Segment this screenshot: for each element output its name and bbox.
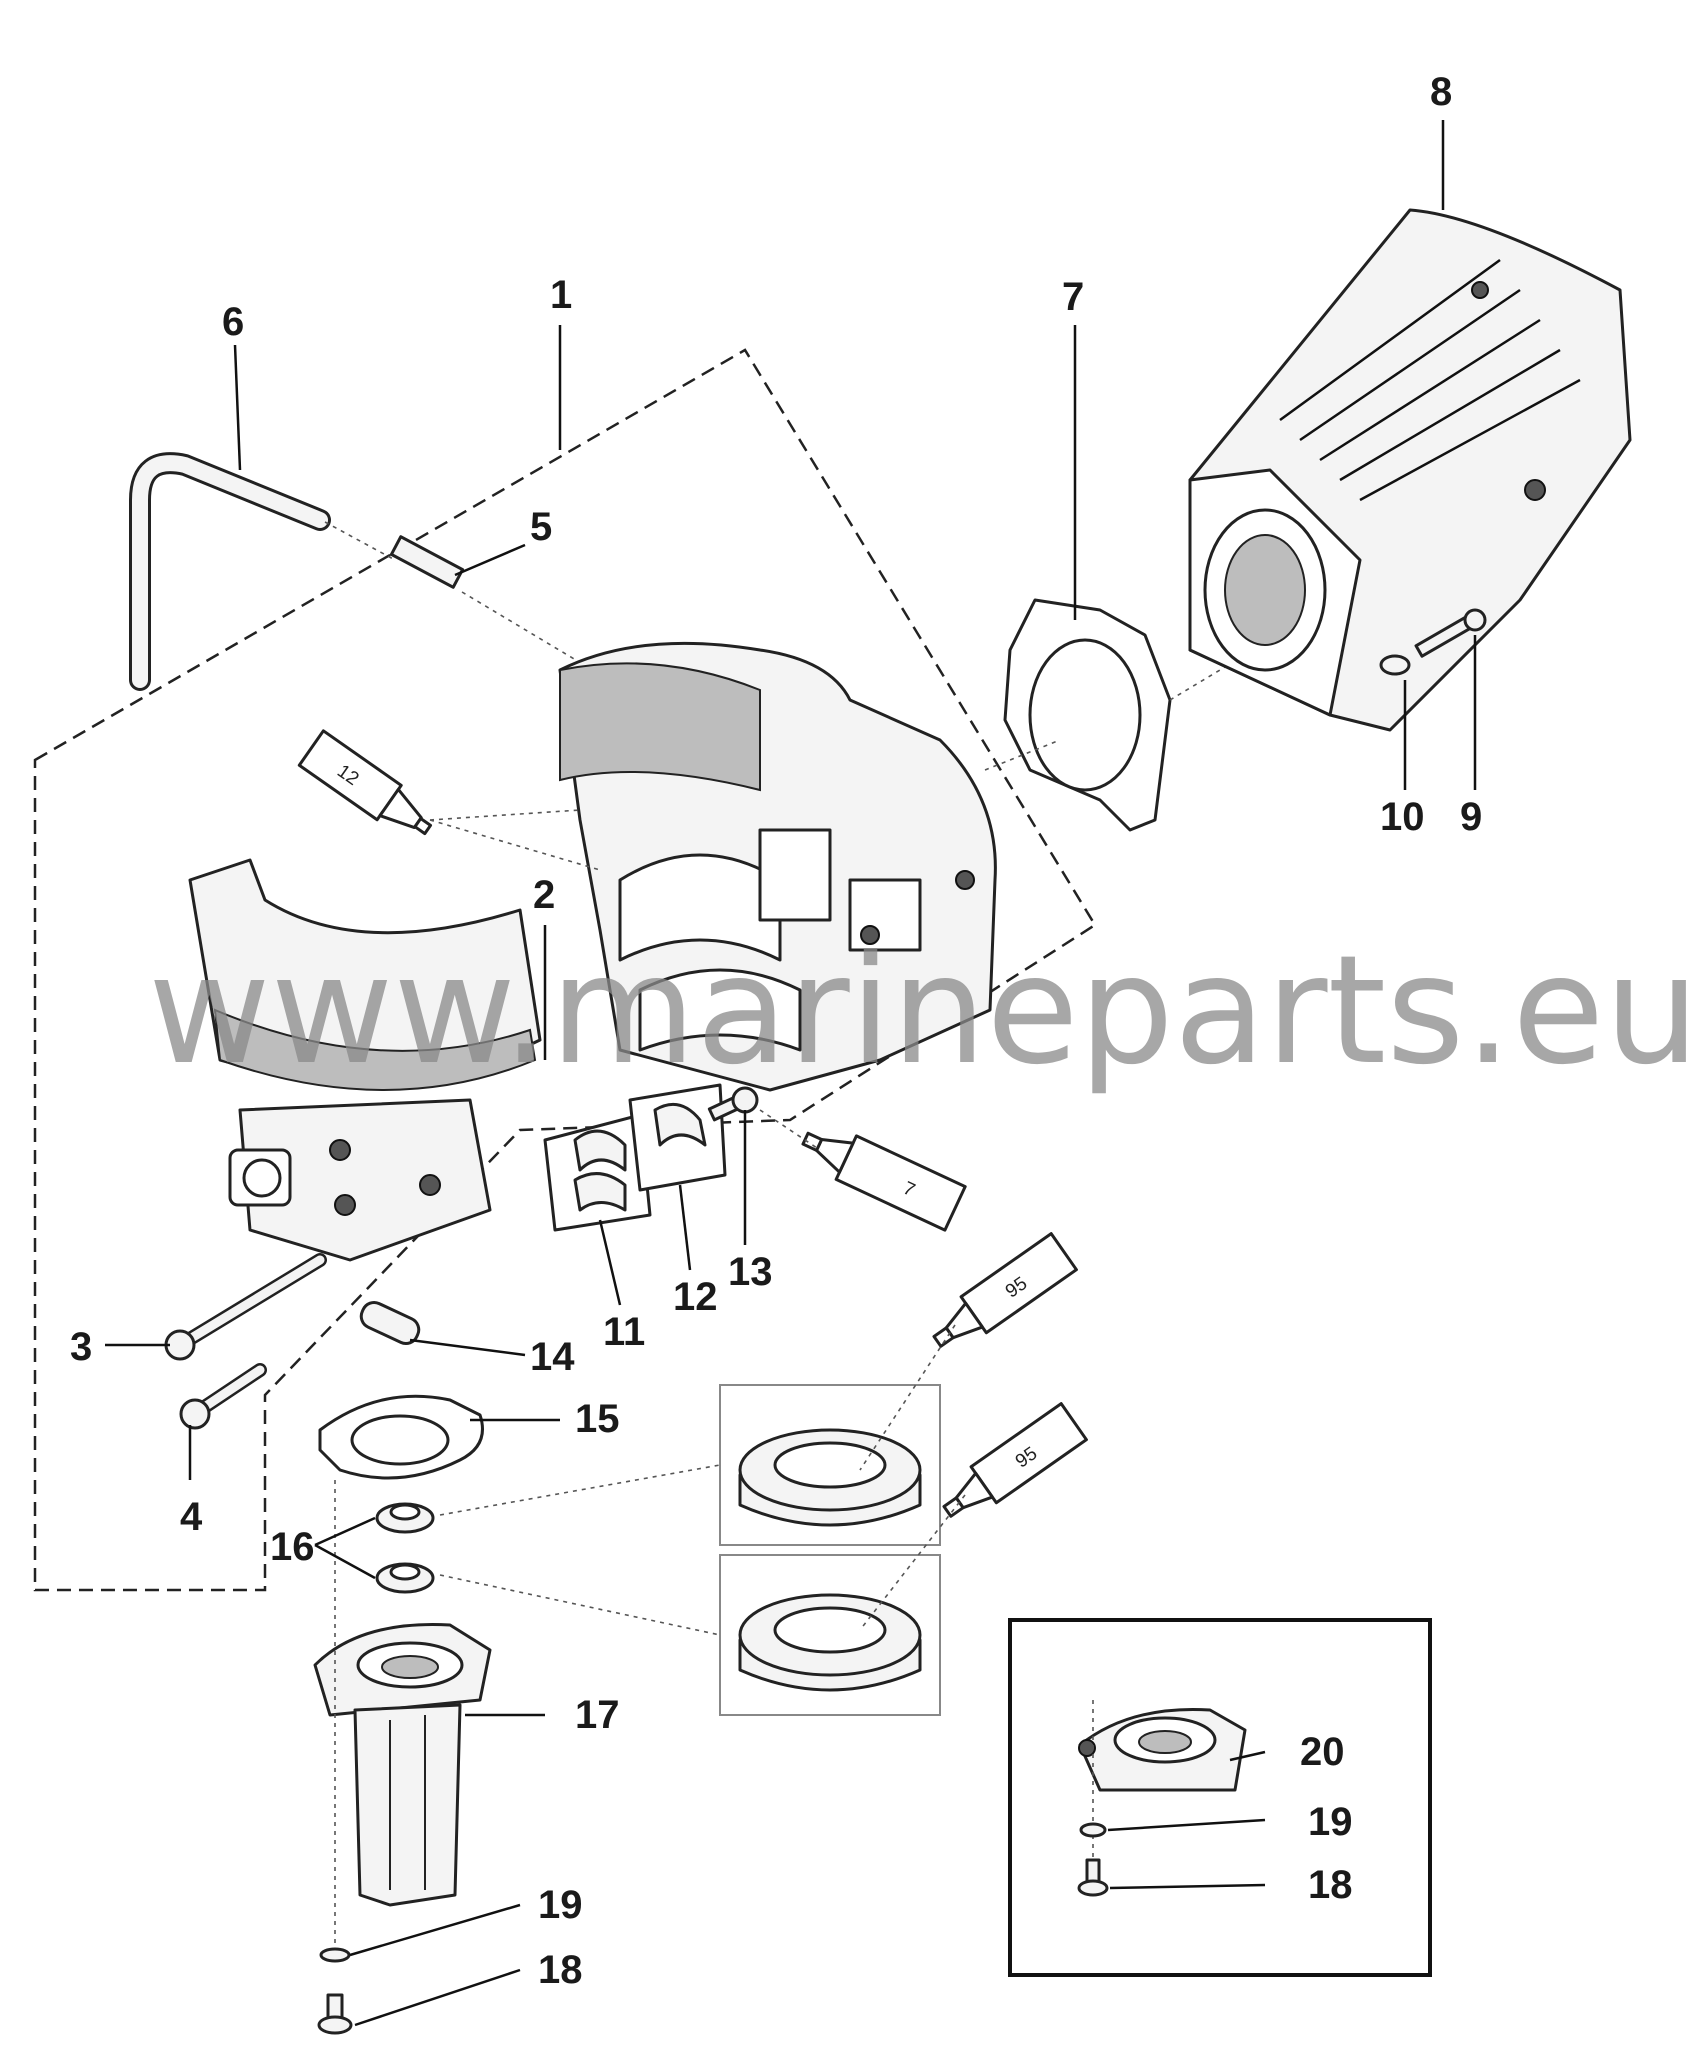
callout-2: 2 <box>533 873 555 917</box>
gasket-15-part <box>318 1394 484 1480</box>
callout-18: 18 <box>538 1948 583 1992</box>
screw-13-part <box>707 1086 759 1122</box>
hose-part <box>129 452 331 691</box>
watermark: www.marineparts.eu <box>148 924 1699 1098</box>
screw-3-part <box>164 1253 327 1361</box>
seal-detail-upper <box>738 1428 922 1527</box>
callout-5: 5 <box>530 505 552 549</box>
inset-screw-18-part <box>1077 1858 1109 1897</box>
callout-7: 7 <box>1062 275 1084 319</box>
callout-11: 11 <box>603 1310 645 1354</box>
grease-tube-95-upper: 95 <box>932 1232 1078 1348</box>
screw-4-part <box>179 1363 267 1430</box>
seal-16a-part <box>375 1502 435 1534</box>
carburetor-part <box>188 858 542 1262</box>
screw-9-part <box>1414 608 1487 658</box>
callout-9: 9 <box>1460 795 1482 839</box>
pin-14-part <box>359 1300 421 1346</box>
callout-6: 6 <box>222 300 244 344</box>
gasket-7-part <box>1003 598 1172 832</box>
seal-16b-part <box>375 1562 435 1594</box>
inset-callout-20: 20 <box>1300 1730 1345 1774</box>
alternate-housing-inset <box>1008 1618 1432 1977</box>
assembly-outline <box>33 348 1097 1592</box>
callout-3: 3 <box>70 1325 92 1369</box>
cylinder-block-8-part <box>1188 208 1632 732</box>
reed-block-part <box>543 1113 652 1232</box>
bearing-housing-17-part <box>313 1623 492 1907</box>
alternate-housing-20-part <box>1078 1707 1247 1792</box>
grease-tube-95-lower: 95 <box>942 1402 1088 1518</box>
fitting-part <box>389 535 465 589</box>
callout-10: 10 <box>1380 795 1425 839</box>
washer-10-part <box>1379 654 1411 676</box>
inset-callout-19: 19 <box>1308 1800 1353 1844</box>
washer-19-part <box>319 1947 351 1963</box>
sealant-tube-12: 12 <box>297 729 433 836</box>
inset-callout-18: 18 <box>1308 1863 1353 1907</box>
leader-lines <box>105 120 1477 2027</box>
callout-19: 19 <box>538 1883 583 1927</box>
crankcase-part <box>558 641 997 1092</box>
callout-4: 4 <box>180 1495 203 1539</box>
seal-detail-lower <box>738 1593 922 1692</box>
callout-12: 12 <box>673 1275 718 1319</box>
callout-8: 8 <box>1430 70 1452 114</box>
inset-washer-19-part <box>1079 1822 1107 1838</box>
sealant-tube-7: 7 <box>801 1131 967 1232</box>
screw-18-part <box>317 1993 353 2035</box>
reed-gasket-part <box>628 1083 727 1192</box>
callout-17: 17 <box>575 1693 620 1737</box>
callout-13: 13 <box>728 1250 773 1294</box>
callout-14: 14 <box>530 1335 575 1379</box>
callout-15: 15 <box>575 1397 620 1441</box>
callout-16: 16 <box>270 1525 315 1569</box>
callout-labels: 1 2 3 4 5 6 7 8 9 10 11 12 13 14 15 16 1… <box>70 70 1482 1992</box>
callout-1: 1 <box>550 273 572 317</box>
